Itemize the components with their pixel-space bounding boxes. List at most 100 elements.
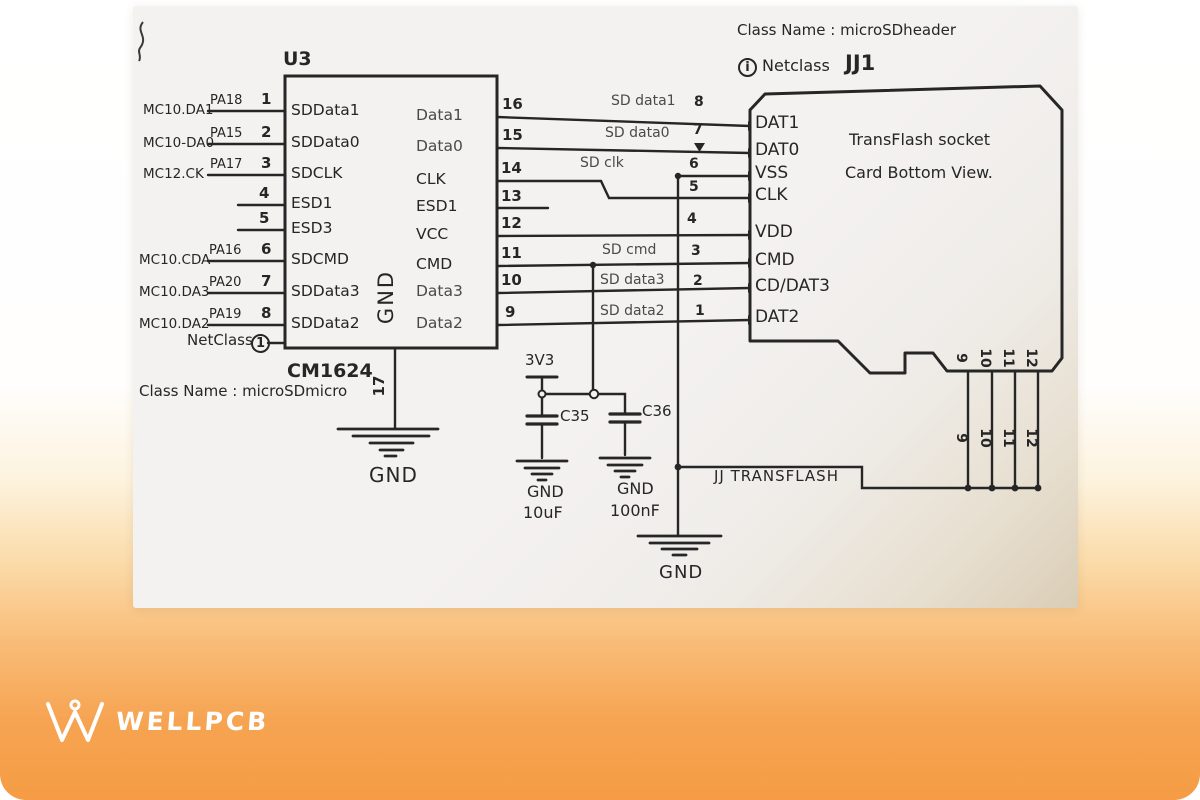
u3-netclass-label: NetClass	[187, 331, 253, 349]
port-label: PA19	[209, 307, 242, 322]
pin-number: 5	[689, 179, 699, 195]
u3-refdes: U3	[283, 48, 312, 70]
port-label: PA20	[209, 275, 242, 290]
u3-pin-name: VCC	[416, 225, 449, 243]
u3-pin-name: Data2	[416, 314, 463, 332]
pin-number: 3	[691, 243, 701, 259]
net-label: MC10.DA3	[139, 284, 210, 300]
net-label: SD data1	[611, 93, 676, 109]
pen-squiggle	[138, 21, 145, 62]
net-label: SD data2	[600, 303, 665, 319]
pin-number: 9	[505, 303, 516, 321]
net-label: SD clk	[580, 155, 624, 171]
net-label: MC12.CK	[143, 166, 204, 182]
port-label: PA18	[210, 93, 243, 108]
pin-number: 10	[977, 348, 993, 368]
u3-pin-name: ESD3	[291, 219, 333, 237]
pin-number: 12	[501, 214, 522, 232]
pin-number: 4	[259, 184, 270, 202]
node-circles	[537, 388, 600, 400]
pin-number: 7	[261, 272, 272, 290]
u3-pin-name: Data1	[416, 106, 463, 124]
u3-class-name: Class Name : microSDmicro	[139, 382, 348, 400]
net-label: MC10.CDA	[139, 252, 211, 268]
ground-symbols	[336, 427, 723, 557]
gnd-label: GND	[369, 463, 418, 487]
u3-pin-name: SDData2	[291, 314, 360, 332]
u3-pin-name: SDData3	[291, 282, 360, 300]
pin-number: 10	[501, 271, 522, 289]
wires	[206, 109, 1042, 538]
u3-pin-name: SDCMD	[291, 250, 349, 268]
jj1-refdes: JJ1	[845, 51, 876, 75]
power-rail-label: 3V3	[525, 351, 555, 369]
gnd-label: GND	[659, 562, 704, 583]
jj1-pin-name: CD/DAT3	[755, 276, 830, 296]
u3-pin-name: SDCLK	[291, 164, 343, 182]
net-label: MC10-DA0	[143, 135, 215, 151]
u3-chip-outline	[283, 74, 499, 350]
jj1-subtitle: Card Bottom View.	[845, 163, 993, 182]
u3-pin-name: SDData1	[291, 101, 360, 119]
net-label: MC10.DA2	[139, 316, 210, 332]
pin-number: 1	[695, 303, 705, 319]
u3-part-number: CM1624	[287, 360, 373, 382]
pin-number: 2	[693, 273, 703, 289]
jj1-pin-name: VSS	[755, 163, 789, 183]
u3-gnd-pin-number: 17	[370, 375, 388, 397]
jj1-netclass-label: Netclass	[762, 56, 830, 75]
gnd-label: GND	[617, 479, 654, 498]
net-label: SD data3	[600, 272, 665, 288]
port-label: PA15	[210, 126, 243, 141]
port-label: PA17	[210, 157, 243, 172]
jj1-pin-name: CLK	[755, 185, 788, 205]
port-label: PA16	[209, 243, 242, 258]
pin-number: 6	[261, 240, 272, 258]
cap-refdes: C36	[642, 402, 672, 420]
pin-number: 10	[977, 428, 993, 448]
jj1-pin-name: DAT0	[755, 140, 800, 160]
jj1-pin-name: CMD	[755, 250, 795, 270]
pin-number: 9	[953, 353, 969, 363]
jj1-socket-outline	[748, 84, 1064, 375]
net-label: SD data0	[605, 125, 670, 141]
jj1-netclass-marker: i	[738, 58, 757, 77]
jj1-netclass-icon: i	[745, 60, 750, 75]
u3-pin-name: CLK	[416, 170, 446, 188]
gnd-label: GND	[527, 482, 564, 501]
u3-gnd-pin-name: GND	[374, 269, 398, 325]
pin-number: 14	[501, 159, 522, 177]
pin-number: 6	[689, 156, 699, 172]
pin-number: 13	[501, 187, 522, 205]
jj1-title: TransFlash socket	[849, 130, 991, 149]
pin7-arrow-mark	[694, 143, 705, 152]
u3-pin-name: Data3	[416, 282, 463, 300]
net-label: SD cmd	[602, 242, 657, 258]
u3-netclass-number: 1	[255, 336, 266, 351]
cap-value: 100nF	[610, 501, 660, 520]
u3-pin-name: SDData0	[291, 133, 360, 151]
wellpcb-w-icon	[46, 699, 104, 742]
pin-number: 8	[261, 304, 272, 322]
pin-number: 15	[502, 126, 523, 144]
pin-number: 8	[694, 94, 704, 110]
brand-logo: WELLPCB	[44, 696, 271, 746]
pin-number: 3	[261, 154, 272, 172]
u3-pin-name: CMD	[416, 255, 453, 273]
pin-number: 7	[693, 122, 703, 138]
pin-number: 11	[501, 244, 522, 262]
junction-dots	[589, 143, 1042, 492]
brand-name: WELLPCB	[114, 706, 271, 736]
jj1-net-label: JJ TRANSFLASH	[714, 467, 839, 485]
pin-number: 9	[953, 433, 969, 443]
pin-number: 12	[1023, 348, 1039, 368]
u3-pin-name: ESD1	[416, 197, 458, 215]
jj1-pin-name: DAT2	[755, 307, 800, 327]
schematic-paper: U3 MC10.DA1 MC10-DA0 MC12.CK MC10.CDA MC…	[133, 6, 1078, 608]
pin-number: 11	[1000, 428, 1016, 448]
schematic-drawing	[138, 21, 1064, 557]
pin-number: 16	[502, 95, 523, 113]
cap-value: 10uF	[523, 503, 563, 522]
